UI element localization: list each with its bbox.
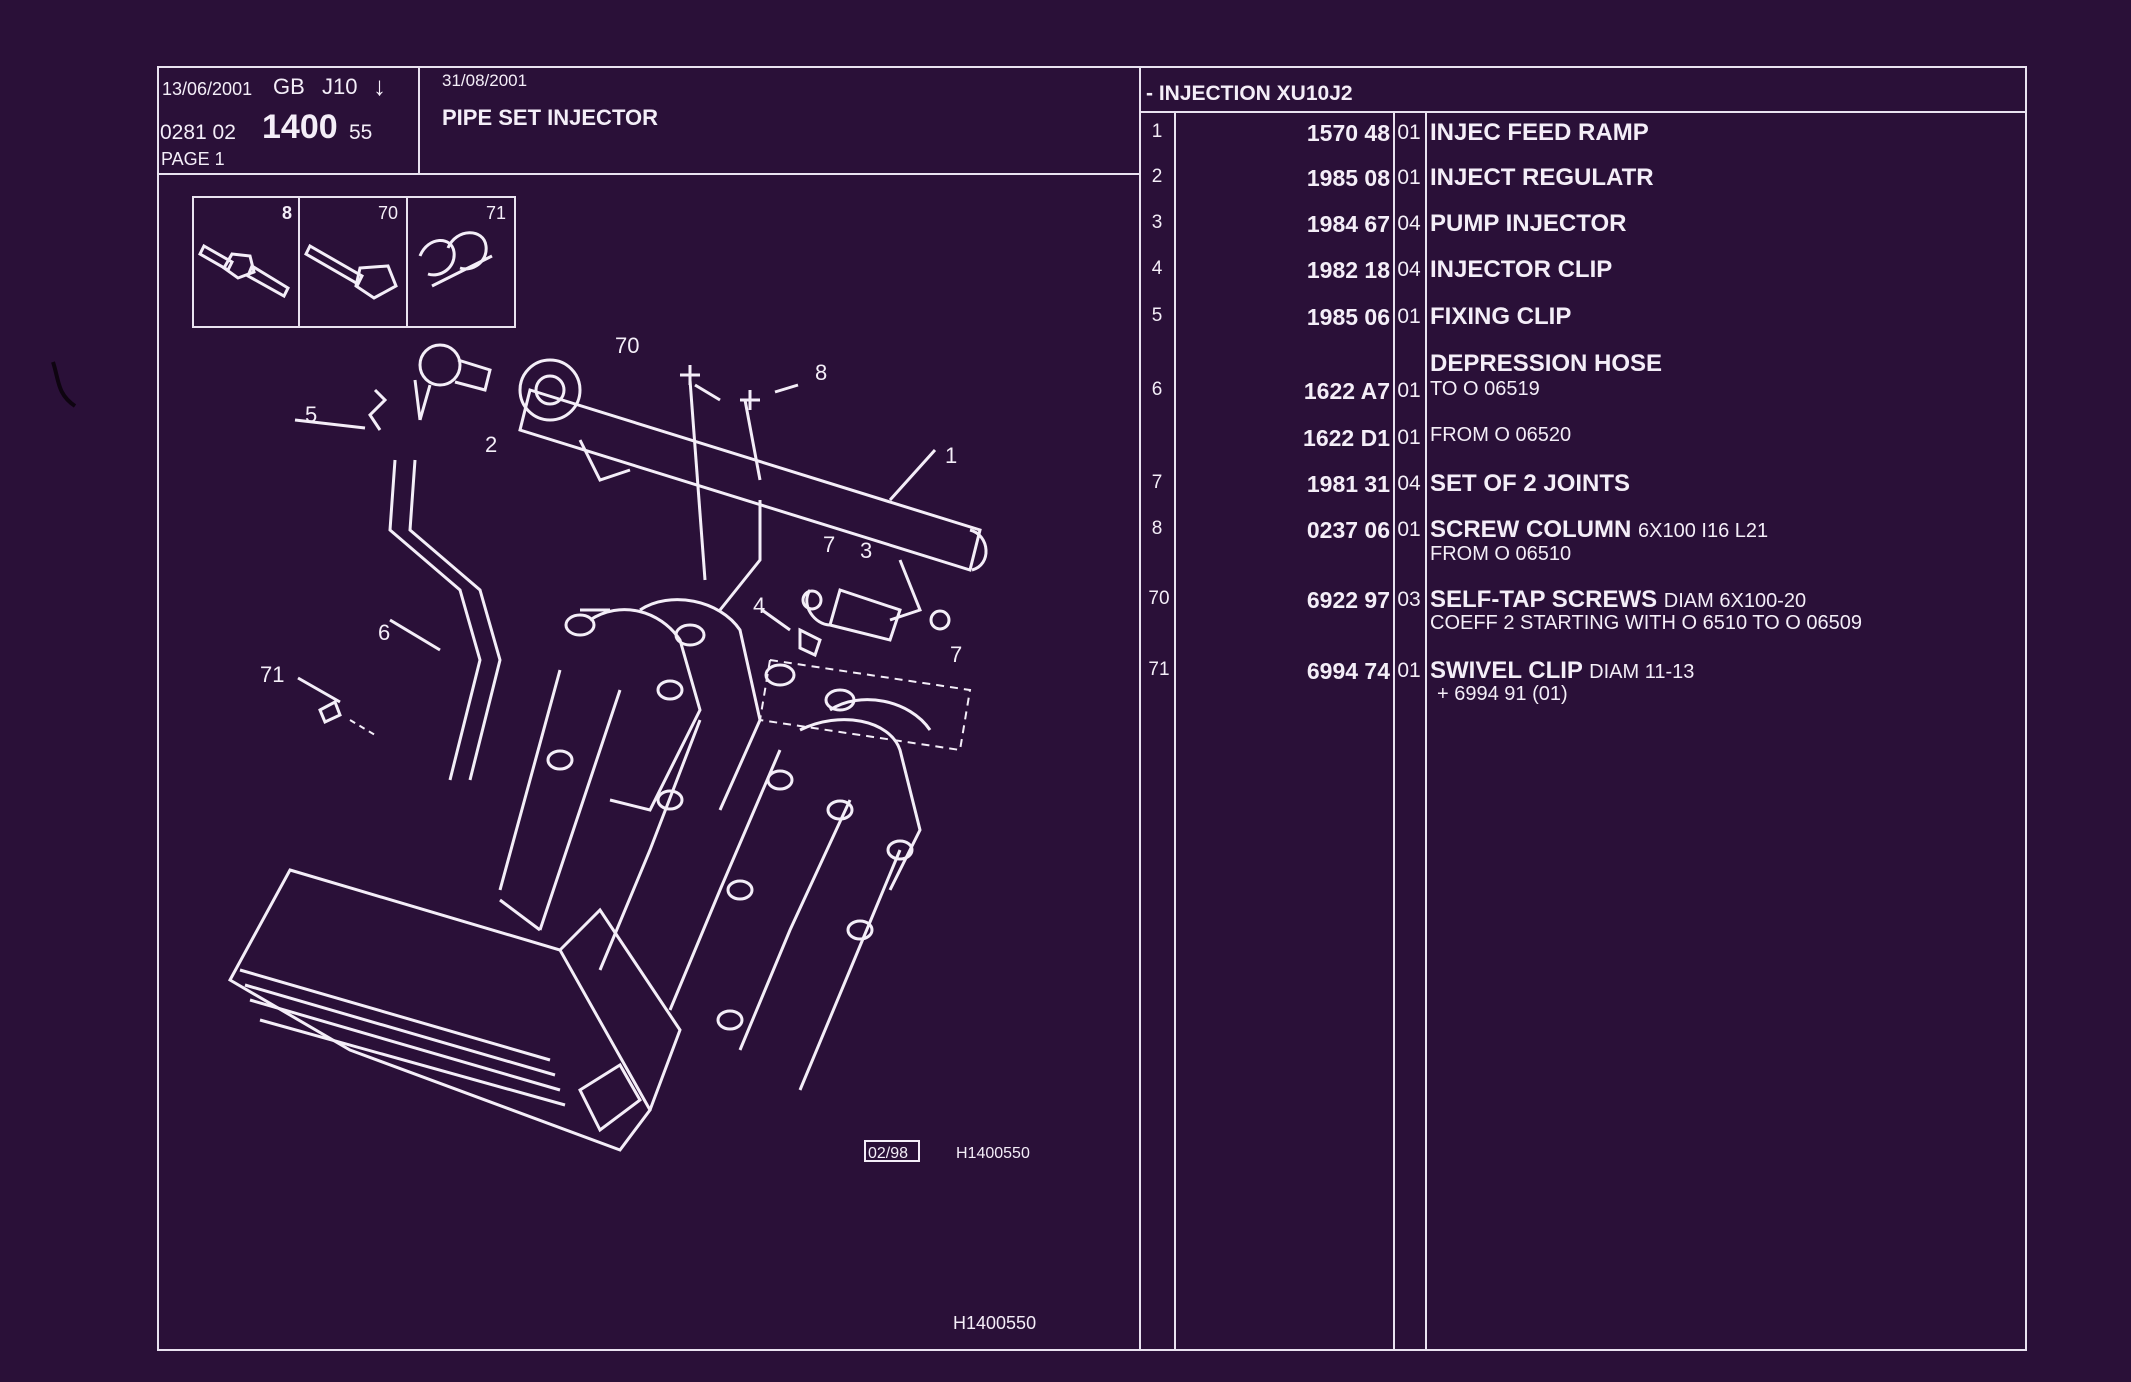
- diagram-ref: H1400550: [956, 1145, 1030, 1162]
- self-tap-screw-icon: [304, 243, 398, 300]
- part-num: 6: [1151, 379, 1163, 400]
- part-num: 71: [1148, 659, 1170, 680]
- part-ref: 1984 67: [1306, 211, 1390, 237]
- footer-ref: H1400550: [953, 1313, 1037, 1333]
- callout-6: 6: [378, 620, 390, 645]
- header-date1: 13/06/2001: [162, 79, 253, 99]
- part-qty: 01: [1397, 305, 1421, 328]
- header-divider: [418, 66, 420, 174]
- scan-mark: [51, 361, 77, 408]
- part-ref: 1570 48: [1306, 120, 1390, 146]
- part-desc-extra: DIAM 6X100-20: [1663, 590, 1807, 612]
- part-qty: 04: [1397, 472, 1421, 495]
- part-desc-extra: 6X100 I16 L21: [1638, 520, 1769, 542]
- part-qty: 01: [1397, 426, 1421, 449]
- part-note: COEFF 2 STARTING WITH O 6510 TO O 06509: [1430, 612, 1862, 634]
- exploded-diagram: 70 8 5 2 1 7 3 4 7 6 71 02/98 H1400550: [227, 333, 1030, 1162]
- manifold-drawing: [227, 343, 988, 1152]
- header-code-prefix: 0281 02: [160, 121, 236, 144]
- part-qty: 04: [1397, 258, 1421, 281]
- part-ref: 1982 18: [1306, 257, 1390, 283]
- stamp-box: [864, 1140, 920, 1162]
- part-desc: INJECTOR CLIP: [1430, 256, 1613, 283]
- header-date2: 31/08/2001: [442, 71, 528, 90]
- part-ref: 6922 97: [1306, 587, 1390, 613]
- part-desc: PUMP INJECTOR: [1430, 210, 1627, 237]
- header-country: GB: [273, 74, 305, 99]
- section-bottom-line: [1139, 111, 2027, 113]
- part-desc-main: SELF-TAP SCREWS: [1430, 586, 1658, 613]
- header-code-suffix: 55: [349, 121, 373, 144]
- part-num: 5: [1151, 305, 1163, 326]
- part-desc: SELF-TAP SCREWS DIAM 6X100-20: [1430, 586, 1806, 614]
- thumbnail-label-8: 8: [282, 203, 292, 223]
- part-desc: SWIVEL CLIP DIAM 11-13: [1430, 657, 1694, 685]
- parts-col-ref-line: [1393, 111, 1395, 1351]
- thumbnail-strip: 8 70 71: [192, 196, 516, 328]
- part-ref: 1985 06: [1306, 304, 1390, 330]
- part-desc-extra: DIAM 11-13: [1589, 661, 1695, 683]
- thumbnail-label-70: 70: [378, 203, 398, 223]
- thumbnail-label-71: 71: [486, 203, 506, 223]
- catalog-frame: [157, 66, 2027, 1351]
- part-desc: SET OF 2 JOINTS: [1430, 470, 1631, 497]
- part-desc: FIXING CLIP: [1430, 303, 1572, 330]
- header-model: J10: [322, 74, 358, 99]
- part-note: FROM O 06520: [1430, 424, 1572, 446]
- part-ref: 1985 08: [1306, 165, 1390, 191]
- part-note: FROM O 06510: [1430, 543, 1572, 565]
- part-ref: 1981 31: [1306, 471, 1390, 497]
- part-num: 1: [1151, 121, 1163, 142]
- part-qty: 01: [1397, 518, 1421, 541]
- part-num: 7: [1151, 472, 1163, 493]
- part-num: 3: [1151, 212, 1163, 233]
- callout-7a: 7: [823, 532, 835, 557]
- part-qty: 01: [1397, 379, 1421, 402]
- part-desc: DEPRESSION HOSE: [1430, 350, 1663, 377]
- callout-1: 1: [945, 443, 957, 468]
- header-bottom-line: [157, 173, 1140, 175]
- part-desc: SCREW COLUMN 6X100 I16 L21: [1430, 516, 1768, 544]
- callout-2: 2: [485, 432, 497, 457]
- parts-col-qty-line: [1425, 111, 1427, 1351]
- part-desc-main: SCREW COLUMN: [1430, 516, 1632, 543]
- callout-8: 8: [815, 360, 827, 385]
- header-code-main: 1400: [262, 108, 338, 146]
- section-title: - INJECTION XU10J2: [1146, 82, 1353, 105]
- callout-4: 4: [753, 593, 765, 618]
- callout-3: 3: [860, 538, 872, 563]
- parts-col-num-line: [1174, 111, 1176, 1351]
- callout-5: 5: [305, 402, 317, 427]
- callout-70: 70: [615, 333, 639, 358]
- part-ref: 1622 A7: [1303, 378, 1390, 404]
- header-page: PAGE 1: [161, 149, 225, 169]
- part-num: 70: [1148, 588, 1170, 609]
- part-desc: INJECT REGULATR: [1430, 164, 1654, 191]
- callout-7b: 7: [950, 642, 962, 667]
- swivel-clip-icon: [418, 231, 493, 288]
- part-num: 8: [1151, 518, 1163, 539]
- part-qty: 01: [1397, 659, 1421, 682]
- part-num: 2: [1151, 166, 1163, 187]
- part-num: 4: [1151, 258, 1163, 279]
- part-qty: 03: [1397, 588, 1421, 611]
- part-ref: 0237 06: [1306, 517, 1390, 543]
- part-qty: 01: [1397, 166, 1421, 189]
- down-arrow-icon: ↓: [373, 71, 386, 101]
- page-title: PIPE SET INJECTOR: [442, 105, 658, 130]
- part-desc-main: SWIVEL CLIP: [1430, 657, 1583, 684]
- callout-71: 71: [260, 662, 284, 687]
- part-note: TO O 06519: [1430, 378, 1540, 400]
- column-divider-main: [1139, 66, 1141, 1351]
- part-desc: INJEC FEED RAMP: [1430, 119, 1649, 146]
- part-qty: 04: [1397, 212, 1421, 235]
- diagram-stamp: 02/98: [868, 1145, 908, 1162]
- diagram-callouts: 70 8 5 2 1 7 3 4 7 6 71: [260, 333, 962, 687]
- part-ref: 6994 74: [1306, 658, 1390, 684]
- screw-column-icon: [198, 243, 290, 299]
- part-note: + 6994 91 (01): [1437, 683, 1568, 705]
- part-qty: 01: [1397, 121, 1421, 144]
- part-ref: 1622 D1: [1303, 425, 1390, 451]
